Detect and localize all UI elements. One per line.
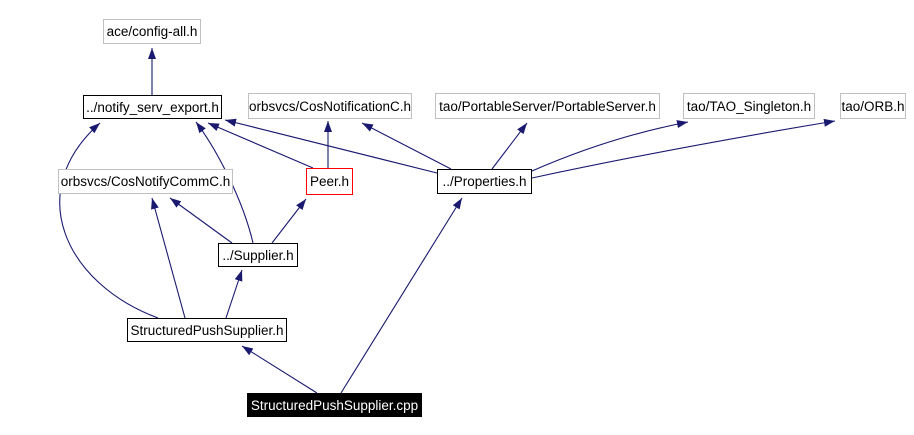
edge-props-to-export (224, 118, 438, 174)
node-tao-orb: tao/ORB.h (840, 93, 906, 119)
node-cos-notification-c: orbsvcs/CosNotificationC.h (248, 93, 412, 119)
edge-spsh-to-export (59, 122, 159, 319)
node-portable-server: tao/PortableServer/PortableServer.h (435, 93, 660, 119)
node-structured-push-supplier-cpp: StructuredPushSupplier.cpp (247, 393, 422, 417)
node-ace-config-all: ace/config-all.h (103, 19, 201, 44)
edge-supplier-to-peer (271, 198, 307, 244)
edge-peer-to-export (207, 122, 314, 169)
node-properties[interactable]: ../Properties.h (437, 169, 532, 194)
edge-cpp-to-properties (340, 197, 463, 394)
edge-supplier-to-commc (169, 197, 233, 244)
node-tao-singleton: tao/TAO_Singleton.h (683, 93, 815, 119)
node-cos-notify-comm-c: orbsvcs/CosNotifyCommC.h (58, 169, 233, 194)
node-notify-serv-export[interactable]: ../notify_serv_export.h (83, 95, 222, 119)
edge-spsh-to-commc (151, 197, 186, 319)
edge-props-to-notifc (361, 122, 452, 170)
edge-props-to-singleton (531, 120, 689, 172)
edge-props-to-pserver (491, 122, 528, 170)
edge-spsh-to-supplier (225, 269, 243, 319)
node-structured-push-supplier-h[interactable]: StructuredPushSupplier.h (127, 318, 287, 342)
node-supplier[interactable]: ../Supplier.h (218, 243, 298, 267)
edge-cpp-to-spsh (241, 345, 318, 394)
edge-props-to-orb (531, 118, 836, 179)
node-peer[interactable]: Peer.h (306, 168, 353, 195)
